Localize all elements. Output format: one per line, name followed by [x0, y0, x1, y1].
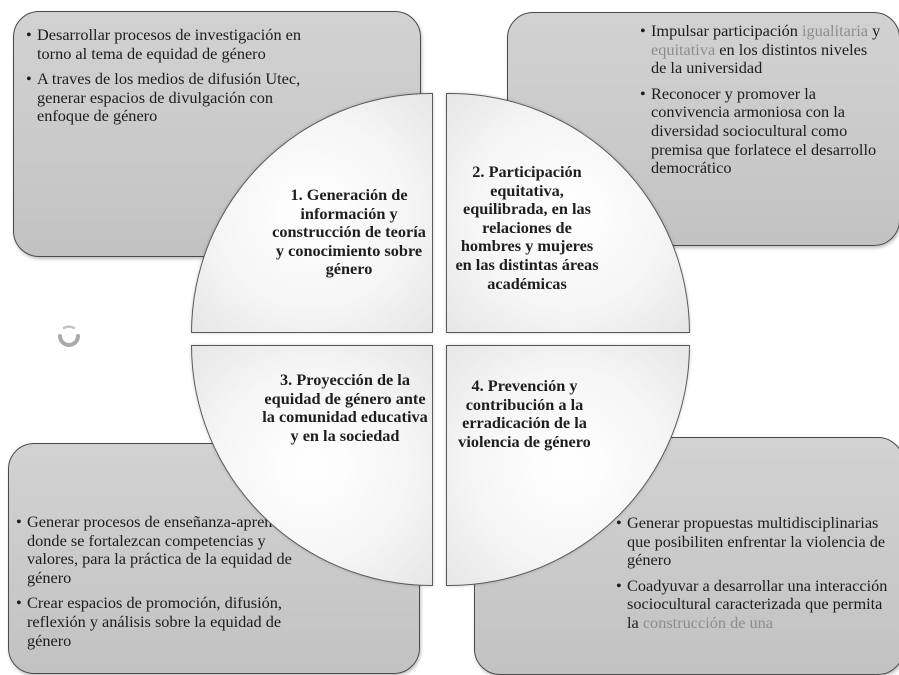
quadrant-1-label: 1. Generación de información y construcc…: [272, 185, 426, 279]
quadrant-3-label: 3. Proyección de la equidad de género an…: [262, 370, 428, 445]
bullet-text: Coadyuvar a desarrollar una interacción …: [627, 575, 888, 632]
top-left-bullet-list: Desarrollar procesos de investigación en…: [26, 25, 316, 133]
refresh-icon: [58, 325, 80, 347]
bullet-item: Generar procesos de enseñanza-aprendizaj…: [16, 512, 316, 587]
highlight-word: igualitaria: [802, 21, 868, 40]
bullet-text: en los distintos niveles de la universid…: [651, 39, 868, 78]
bullet-text: y: [868, 21, 881, 40]
bullet-text: Impulsar participación: [651, 21, 802, 40]
faded-text: construcción de una: [642, 612, 774, 632]
quadrant-4-label: 4. Prevención y contribución a la erradi…: [458, 376, 591, 451]
bottom-left-bullet-list: Generar procesos de enseñanza-aprendizaj…: [16, 512, 316, 657]
bullet-item: Reconocer y promover la convivencia armo…: [640, 84, 885, 178]
quadrant-2-label: 2. Participación equitativa, equilibrada…: [455, 162, 599, 293]
top-right-bullet-list: Impulsar participación igualitaria y equ…: [640, 21, 885, 185]
bottom-right-bullet-list: Generar propuestas multidisciplinarias q…: [616, 513, 896, 640]
bullet-item: Coadyuvar a desarrollar una interacción …: [616, 575, 896, 633]
bullet-item: A traves de los medios de difusión Utec,…: [26, 69, 316, 126]
bullet-item: Crear espacios de promoción, difusión, r…: [16, 594, 316, 650]
bullet-item: Generar propuestas multidisciplinarias q…: [616, 513, 896, 570]
highlight-word: equitativa: [651, 39, 716, 59]
bullet-item: Impulsar participación igualitaria y equ…: [640, 21, 885, 78]
bullet-item: Desarrollar procesos de investigación en…: [26, 25, 316, 63]
